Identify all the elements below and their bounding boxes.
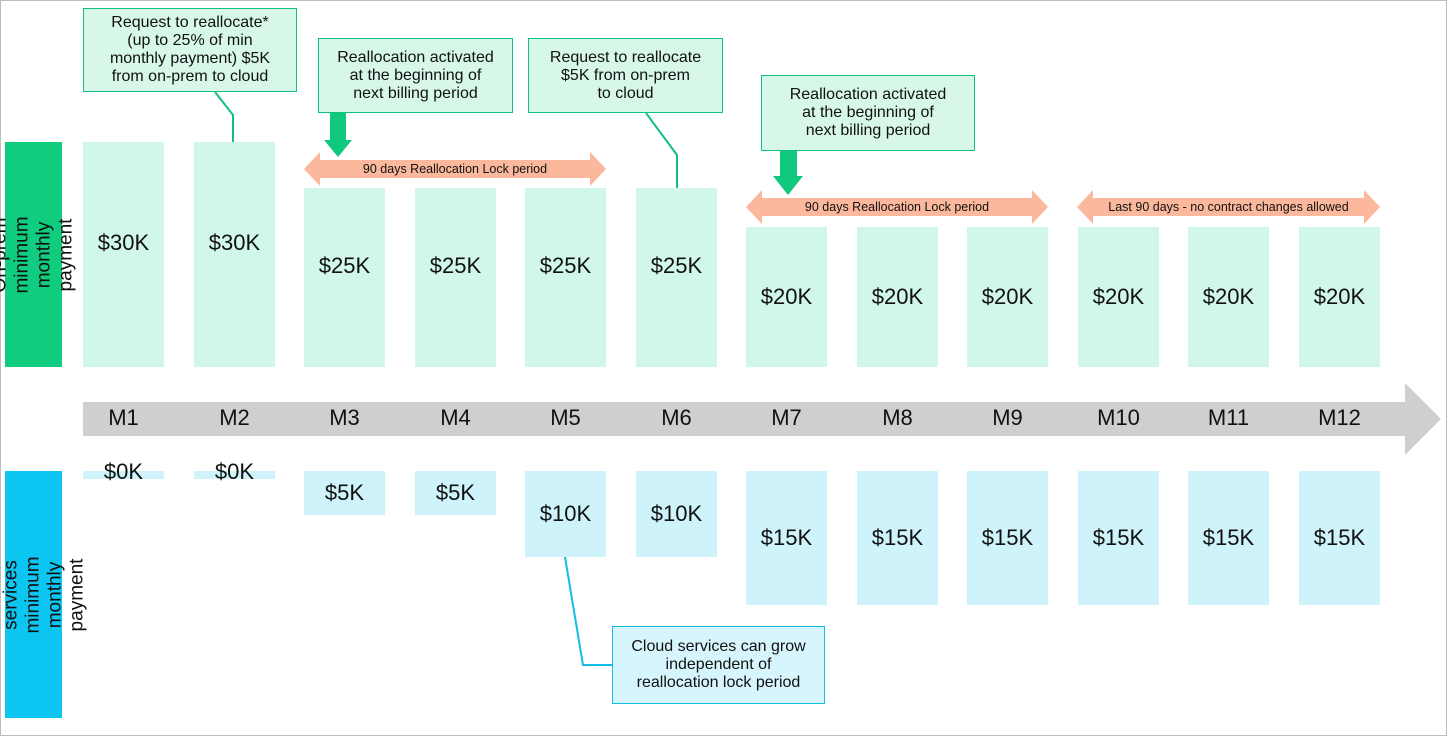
callout-request-reallocate-2: Request to reallocate $5K from on-prem t…	[528, 38, 723, 113]
cloud-bar-m8: $15K	[857, 471, 938, 605]
activation-arrow-1	[324, 113, 352, 157]
onprem-value-m4: $25K	[429, 252, 482, 278]
onprem-value-m9: $20K	[981, 283, 1034, 309]
onprem-value-m11: $20K	[1202, 283, 1255, 309]
onprem-value-m5: $25K	[539, 252, 592, 278]
month-label-m12: M12	[1318, 405, 1361, 430]
onprem-bar-m5: $25K	[525, 188, 606, 367]
timeline-arrow	[83, 383, 1441, 455]
onprem-bar-m4: $25K	[415, 188, 496, 367]
onprem-side-label-box: On-prem minimum monthly payment	[0, 142, 77, 367]
connector-request2	[645, 112, 678, 188]
onprem-value-m12: $20K	[1313, 283, 1366, 309]
lock-text-last90: Last 90 days - no contract changes allow…	[1108, 200, 1349, 214]
cloud-bar-m6: $10K	[636, 471, 717, 557]
cloud-value-m1: $0K	[103, 459, 144, 484]
month-label-m9: M9	[992, 405, 1023, 430]
onprem-bar-m1: $30K	[83, 142, 164, 367]
onprem-value-m10: $20K	[1092, 283, 1145, 309]
cloud-bar-m10: $15K	[1078, 471, 1159, 605]
cloud-value-m10: $15K	[1092, 525, 1145, 550]
cloud-bar-m12: $15K	[1299, 471, 1380, 605]
onprem-value-m3: $25K	[318, 252, 371, 278]
cloud-bar-m4: $5K	[415, 471, 496, 515]
cloud-bar-m1: $0K	[83, 459, 164, 484]
callout-reallocation-activated-1: Reallocation activated at the beginning …	[318, 38, 513, 113]
onprem-bar-m3: $25K	[304, 188, 385, 367]
connector-cloud-grow	[564, 556, 613, 666]
cloud-value-m3: $5K	[324, 480, 365, 505]
onprem-value-m6: $25K	[650, 252, 703, 278]
lock-arrow-1	[304, 152, 606, 186]
onprem-bar-m8: $20K	[857, 227, 938, 367]
cloud-value-m12: $15K	[1313, 525, 1366, 550]
month-label-m4: M4	[440, 405, 471, 430]
cloud-value-m5: $10K	[539, 501, 592, 526]
onprem-bar-m10: $20K	[1078, 227, 1159, 367]
cloud-value-m8: $15K	[871, 525, 924, 550]
lock-text-2: 90 days Reallocation Lock period	[804, 200, 990, 214]
callout-reallocation-activated-2: Reallocation activated at the beginning …	[761, 75, 975, 151]
onprem-bar-m2: $30K	[194, 142, 275, 367]
month-label-m11: M11	[1207, 405, 1250, 430]
cloud-value-m2: $0K	[214, 459, 255, 484]
cloud-bar-m2: $0K	[194, 459, 275, 484]
cloud-bar-m7: $15K	[746, 471, 827, 605]
cloud-value-m6: $10K	[650, 501, 703, 526]
onprem-bar-m9: $20K	[967, 227, 1048, 367]
cloud-value-m7: $15K	[760, 525, 813, 550]
month-label-m2: M2	[219, 405, 250, 430]
cloud-value-m11: $15K	[1202, 525, 1255, 550]
cloud-bar-m11: $15K	[1188, 471, 1269, 605]
callout-cloud-grow: Cloud services can grow independent of r…	[612, 626, 825, 704]
onprem-bar-m6: $25K	[636, 188, 717, 367]
month-label-m3: M3	[329, 405, 360, 430]
month-label-m6: M6	[661, 405, 692, 430]
cloud-bar-m5: $10K	[525, 471, 606, 557]
month-label-m7: M7	[771, 405, 802, 430]
callout-request-reallocate-1: Request to reallocate* (up to 25% of min…	[83, 8, 297, 92]
onprem-value-m1: $30K	[97, 229, 150, 255]
lock-arrow-2	[746, 190, 1048, 224]
cloud-side-label-box: Cloud services minimum monthly payment	[1, 471, 88, 718]
cloud-bar-m9: $15K	[967, 471, 1048, 605]
month-label-m8: M8	[882, 405, 913, 430]
activation-arrow-2	[773, 151, 803, 195]
cloud-value-m4: $5K	[435, 480, 476, 505]
lock-text-1: 90 days Reallocation Lock period	[362, 162, 548, 176]
onprem-bar-m12: $20K	[1299, 227, 1380, 367]
cloud-bar-m3: $5K	[304, 471, 385, 515]
onprem-bar-m11: $20K	[1188, 227, 1269, 367]
connector-request1	[214, 91, 234, 143]
onprem-bar-m7: $20K	[746, 227, 827, 367]
onprem-value-m8: $20K	[871, 283, 924, 309]
onprem-value-m2: $30K	[208, 229, 261, 255]
month-label-m10: M10	[1097, 405, 1140, 430]
lock-arrow-last90	[1077, 190, 1380, 224]
onprem-value-m7: $20K	[760, 283, 813, 309]
cloud-value-m9: $15K	[981, 525, 1034, 550]
month-label-m5: M5	[550, 405, 581, 430]
month-label-m1: M1	[108, 405, 139, 430]
